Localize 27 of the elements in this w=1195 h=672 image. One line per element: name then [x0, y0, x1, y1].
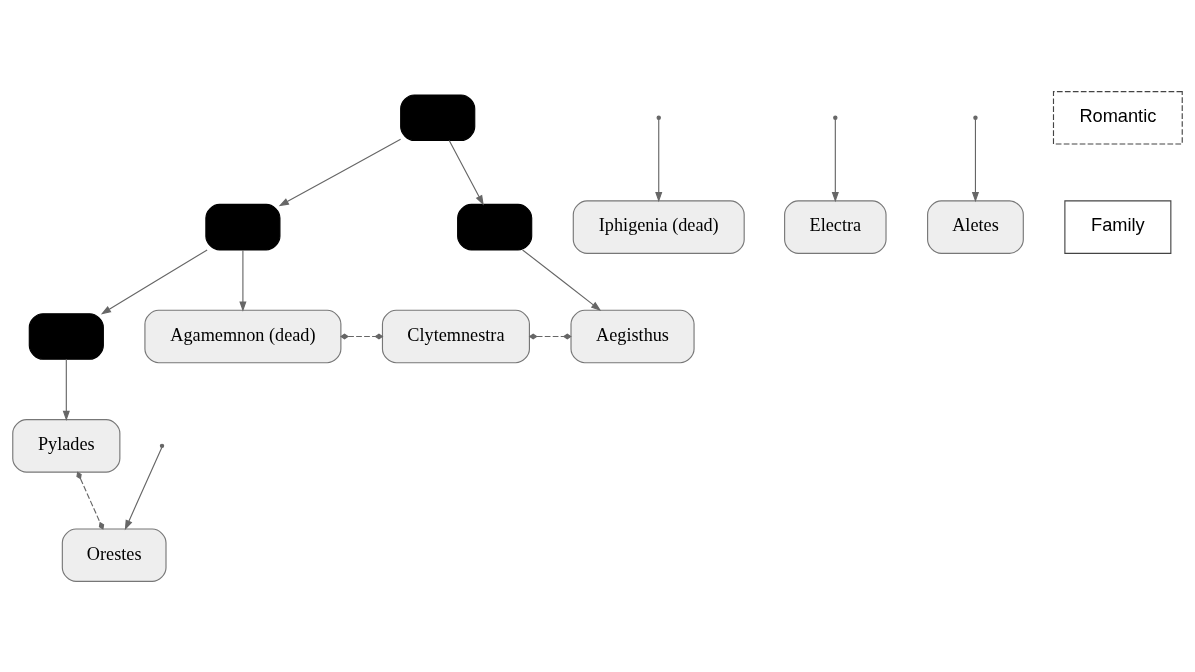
node-box [400, 93, 476, 141]
connector [528, 333, 572, 339]
node-box: Agamemnon (dead) [144, 309, 342, 363]
node-box [457, 203, 533, 250]
node-box [205, 203, 281, 250]
arrow [100, 248, 208, 314]
arrow [239, 248, 247, 312]
arrow [278, 138, 402, 206]
node-box: Pylades [12, 418, 121, 473]
arrow [971, 118, 980, 202]
arrow [655, 118, 663, 202]
node-box: Electra [784, 199, 887, 254]
connector [340, 333, 384, 339]
node-box: Iphigenia (dead) [572, 199, 745, 254]
arrow [831, 118, 839, 202]
arrow [124, 446, 163, 530]
arrow [62, 358, 70, 421]
node-box: Aegisthus [570, 309, 695, 363]
arrow [448, 139, 484, 205]
node-box: Aletes [927, 199, 1024, 254]
node-box [28, 312, 104, 360]
legend-label: Romantic [1079, 105, 1157, 126]
arrow [522, 248, 602, 311]
connector [76, 470, 105, 530]
node-box: Clytemnestra [381, 309, 530, 363]
node-box: Orestes [61, 527, 167, 582]
legend-label: Family [1091, 214, 1145, 235]
